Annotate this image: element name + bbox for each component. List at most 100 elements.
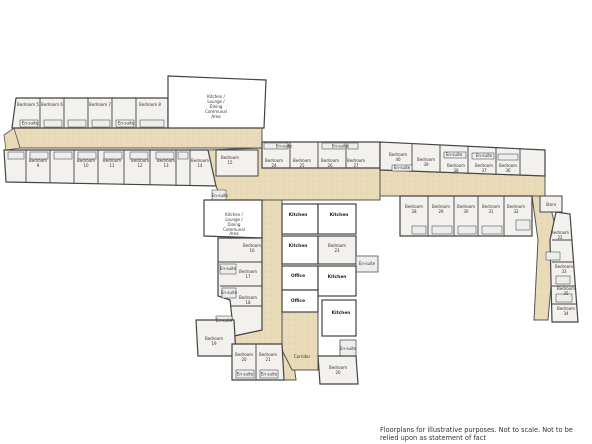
- svg-text:Kitchen /: Kitchen /: [225, 212, 243, 217]
- svg-text:32: 32: [513, 209, 519, 214]
- label-ensuite: En-suite: [276, 144, 293, 149]
- label-ensuite: En-suite: [212, 193, 229, 198]
- svg-text:Bedroom: Bedroom: [557, 306, 575, 311]
- svg-text:Bedroom: Bedroom: [457, 204, 475, 209]
- svg-text:Bedroom: Bedroom: [405, 204, 423, 209]
- svg-text:25: 25: [299, 163, 305, 168]
- label-ensuite: En-suite: [220, 266, 237, 271]
- svg-text:Communal: Communal: [205, 109, 227, 114]
- svg-text:12: 12: [137, 163, 143, 168]
- label-ensuite: En-suite: [359, 261, 376, 266]
- svg-text:36: 36: [505, 168, 511, 173]
- svg-text:Lounge /: Lounge /: [207, 99, 225, 104]
- label-ensuite: En-suite: [216, 318, 233, 323]
- svg-text:Bedroom: Bedroom: [239, 269, 257, 274]
- label-ensuite: En-suite: [22, 121, 39, 126]
- label-ensuite: En-suite: [221, 290, 238, 295]
- svg-text:18: 18: [245, 300, 251, 305]
- svg-text:27: 27: [353, 163, 359, 168]
- svg-text:37: 37: [481, 168, 487, 173]
- svg-text:Bedroom: Bedroom: [77, 158, 95, 163]
- label-kitchen: Kitchen: [328, 274, 347, 280]
- label-bedroom-8: Bedroom 8: [139, 102, 161, 107]
- svg-text:22: 22: [557, 235, 563, 240]
- svg-text:10: 10: [83, 163, 89, 168]
- label-ensuite: En-suite: [446, 152, 463, 157]
- svg-text:13: 13: [163, 163, 169, 168]
- svg-text:Bedroom: Bedroom: [29, 158, 47, 163]
- svg-text:24: 24: [271, 163, 277, 168]
- svg-text:Bedroom: Bedroom: [555, 264, 573, 269]
- svg-text:38: 38: [453, 168, 459, 173]
- svg-text:34: 34: [563, 311, 569, 316]
- svg-text:Bedroom: Bedroom: [235, 352, 253, 357]
- label-ensuite: En-suite: [476, 153, 493, 158]
- svg-text:30: 30: [463, 209, 469, 214]
- svg-text:Area: Area: [211, 114, 221, 119]
- svg-text:20: 20: [335, 370, 341, 375]
- svg-text:28: 28: [411, 209, 417, 214]
- svg-text:Bedroom: Bedroom: [259, 352, 277, 357]
- label-office: Office: [291, 298, 305, 304]
- center-top-wing: [215, 141, 546, 177]
- svg-text:Bedroom: Bedroom: [475, 163, 493, 168]
- svg-text:39: 39: [423, 162, 429, 167]
- svg-text:Bedroom: Bedroom: [482, 204, 500, 209]
- svg-text:Bedroom: Bedroom: [205, 336, 223, 341]
- svg-text:Bedroom: Bedroom: [328, 243, 346, 248]
- svg-text:Bedroom: Bedroom: [557, 286, 575, 291]
- svg-text:19: 19: [211, 341, 217, 346]
- svg-text:Bedroom: Bedroom: [507, 204, 525, 209]
- upper-west-wing: [3, 75, 267, 201]
- label-bedroom-6: Bedroom 6: [41, 102, 63, 107]
- svg-text:Bedroom: Bedroom: [329, 365, 347, 370]
- svg-text:Bedroom: Bedroom: [447, 163, 465, 168]
- svg-text:16: 16: [249, 248, 255, 253]
- svg-text:20: 20: [241, 357, 247, 362]
- label-ensuite: En-suite: [261, 372, 278, 377]
- svg-text:17: 17: [245, 274, 251, 279]
- svg-text:Bedroom: Bedroom: [131, 158, 149, 163]
- label-kitchen-lounge-top: Kitchen / Lounge / Dining Communal Area: [205, 94, 227, 119]
- svg-text:Bedroom: Bedroom: [347, 158, 365, 163]
- right-wing: [399, 195, 579, 323]
- central-block: [203, 199, 379, 385]
- svg-text:Bedroom: Bedroom: [191, 158, 209, 163]
- svg-text:14: 14: [197, 163, 203, 168]
- label-kitchen: Kitchen: [330, 212, 349, 218]
- svg-text:Bedroom: Bedroom: [293, 158, 311, 163]
- label-ensuite: En-suite: [118, 121, 135, 126]
- left-lower-wing: [195, 237, 285, 381]
- disclaimer-text: Floorplans for illustrative purposes. No…: [380, 426, 573, 442]
- svg-text:33: 33: [561, 269, 567, 274]
- svg-text:26: 26: [327, 163, 333, 168]
- label-kitchen-lounge-middle: Kitchen / Lounge / Dining Communal Area: [223, 212, 245, 236]
- svg-text:Bedroom: Bedroom: [321, 158, 339, 163]
- svg-text:11: 11: [109, 163, 115, 168]
- svg-text:9: 9: [37, 163, 40, 168]
